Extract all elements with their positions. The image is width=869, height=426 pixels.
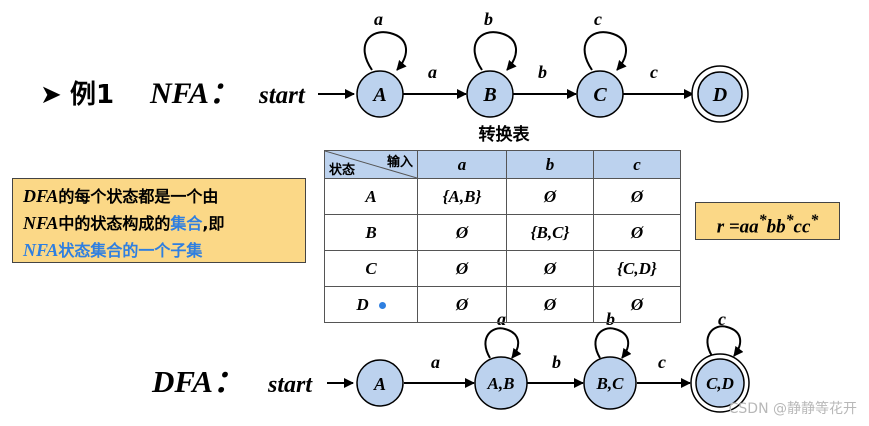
header-input-label: 输入 xyxy=(386,155,413,170)
dfa-state-label-A: A xyxy=(373,374,386,394)
note-term-nfa: NFA xyxy=(23,213,59,233)
nfa-state-D xyxy=(697,71,743,117)
dfa-loop-label-c: c xyxy=(718,309,726,329)
nfa-loop-c xyxy=(583,31,627,71)
nfa-loop-b xyxy=(473,31,517,71)
dfa-label: DFA： xyxy=(151,364,244,399)
nfa-state-label-D: D xyxy=(712,84,727,106)
table-cell: {C,D} xyxy=(593,250,681,287)
dfa-state-CD xyxy=(695,358,745,408)
row-state: C xyxy=(324,250,418,287)
dfa-loop-c xyxy=(706,325,744,357)
dfa-loop-a xyxy=(484,327,522,359)
dfa-start-label: start xyxy=(267,372,313,398)
note-line-3: NFA状态集合的一个子集 xyxy=(23,237,295,264)
example-label: 例1 xyxy=(70,80,114,110)
table-cell: {B,C} xyxy=(506,214,594,251)
dfa-edge-label-b: b xyxy=(552,352,561,372)
nfa-state-label-B: B xyxy=(482,84,496,106)
table-cell: Ø xyxy=(506,286,594,323)
nfa-state-label-C: C xyxy=(593,84,607,106)
table-cell: Ø xyxy=(417,214,507,251)
table-row: D Ø Ø Ø xyxy=(324,286,681,323)
dfa-edge-label-a: a xyxy=(431,352,440,372)
note-text: 的每个状态都是一个由 xyxy=(58,187,219,206)
note-line-1: DFA的每个状态都是一个由 xyxy=(23,183,295,210)
nfa-loop-label-c: c xyxy=(594,9,602,29)
nfa-start-label: start xyxy=(258,82,306,109)
regex-part: aa xyxy=(739,216,759,238)
nfa-state-C xyxy=(576,70,624,118)
row-state: B xyxy=(324,214,418,251)
corner-diagonal xyxy=(325,151,417,178)
nfa-edge-label-c: c xyxy=(650,62,658,82)
nfa-loop-label-a: a xyxy=(374,9,383,29)
table-cell: Ø xyxy=(506,178,594,215)
table-row: C Ø Ø {C,D} xyxy=(324,250,681,287)
regex-lhs: r = xyxy=(716,216,740,238)
nfa-loop-label-b: b xyxy=(484,9,493,29)
dfa-state-label-AB: A,B xyxy=(487,374,515,393)
nfa-label: NFA： xyxy=(149,77,239,110)
table-row: B Ø {B,C} Ø xyxy=(324,214,681,251)
table-cell: Ø xyxy=(417,286,507,323)
nfa-edge-label-b: b xyxy=(538,62,547,82)
row-state-cell: D xyxy=(324,286,418,323)
column-header-b: b xyxy=(506,150,594,179)
regex-box: r =aa*bb*cc* xyxy=(695,202,840,240)
nfa-loop-a xyxy=(363,31,407,71)
table-cell: Ø xyxy=(417,250,507,287)
table-title: 转换表 xyxy=(479,124,531,145)
table-cell: Ø xyxy=(593,214,681,251)
nfa-state-label-A: A xyxy=(371,84,386,106)
dfa-loop-b xyxy=(594,327,632,359)
blue-dot-icon xyxy=(378,302,386,310)
note-line-2: NFA中的状态构成的集合,即 xyxy=(23,210,295,237)
regex-star: * xyxy=(810,212,819,229)
table-cell: Ø xyxy=(593,178,681,215)
table-corner-cell: 输入 状态 xyxy=(324,150,418,179)
transition-table: 输入 状态 a b c A {A,B} Ø Ø B Ø {B,C} Ø C Ø … xyxy=(324,150,681,323)
header-state-label: 状态 xyxy=(329,163,356,178)
dfa-state-BC xyxy=(583,356,637,410)
note-text: ,即 xyxy=(202,214,225,233)
nfa-edge-label-a: a xyxy=(428,62,437,82)
nfa-state-A xyxy=(356,70,404,118)
note-highlight: 状态集合的一个子集 xyxy=(58,241,203,260)
watermark: CSDN @静静等花开 xyxy=(728,401,857,417)
note-highlight: 集合 xyxy=(170,214,203,233)
nfa-state-B xyxy=(466,70,514,118)
row-state: D xyxy=(356,294,369,314)
note-box: DFA的每个状态都是一个由 NFA中的状态构成的集合,即 NFA状态集合的一个子… xyxy=(12,178,306,263)
column-header-a: a xyxy=(417,150,507,179)
dfa-edge-label-c: c xyxy=(658,352,666,372)
dfa-state-AB xyxy=(474,356,528,410)
regex-part: bb xyxy=(766,216,786,238)
note-term-dfa: DFA xyxy=(23,186,59,206)
regex-part: cc xyxy=(793,216,811,238)
table-cell: Ø xyxy=(593,286,681,323)
table-header-row: 输入 状态 a b c xyxy=(324,150,681,179)
regex-star: * xyxy=(758,212,767,229)
table-cell: {A,B} xyxy=(417,178,507,215)
row-state: A xyxy=(324,178,418,215)
dfa-state-A xyxy=(356,359,404,407)
table-row: A {A,B} Ø Ø xyxy=(324,178,681,215)
table-cell: Ø xyxy=(506,250,594,287)
dfa-state-label-BC: B,C xyxy=(596,374,625,393)
note-term-nfa: NFA xyxy=(23,240,59,260)
column-header-c: c xyxy=(593,150,681,179)
note-text: 中的状态构成的 xyxy=(58,214,171,233)
regex-star: * xyxy=(785,212,794,229)
bullet-arrow-icon: ➤ xyxy=(40,80,62,110)
dfa-state-label-CD: C,D xyxy=(706,374,734,393)
